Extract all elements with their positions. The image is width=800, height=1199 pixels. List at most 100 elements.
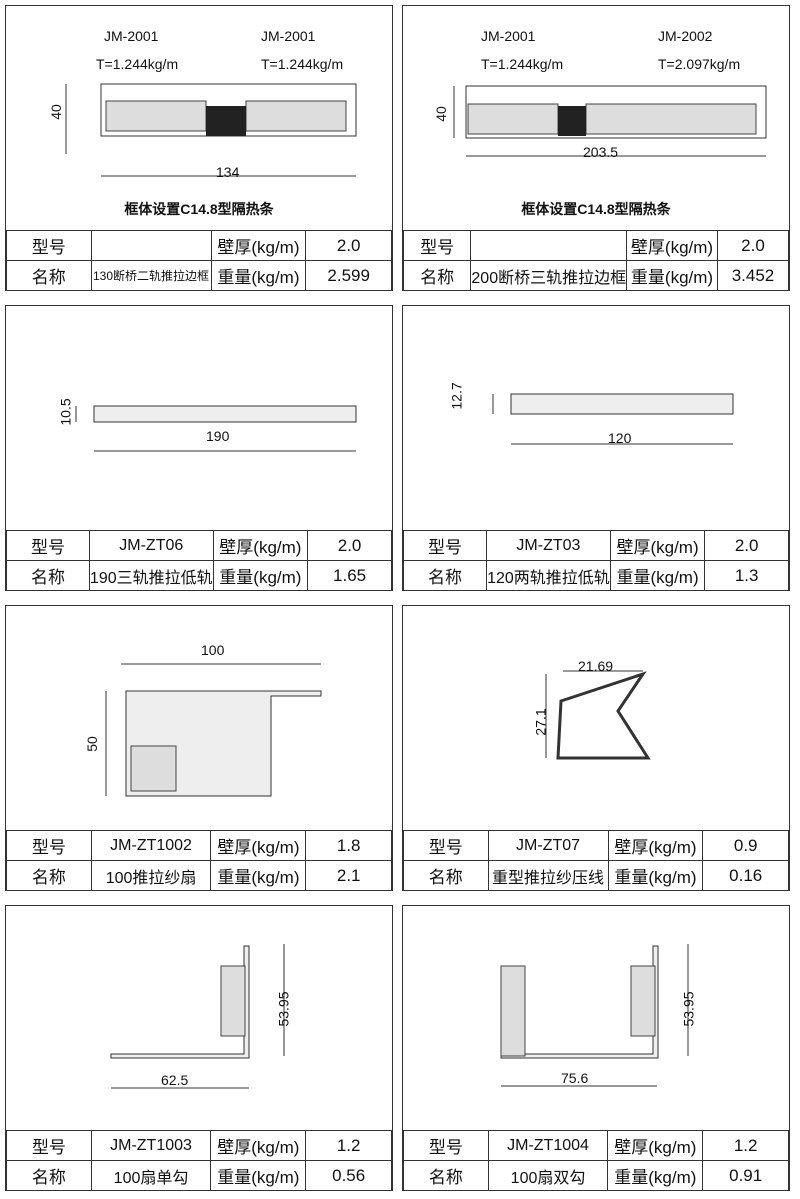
profile-drawing: 50 100 [6,606,392,830]
weight-label: 重量(kg/m) [212,560,309,591]
thickness-value: 0.9 [702,830,789,861]
weight-value: 2.599 [305,260,392,291]
thickness-value: 2.0 [704,530,789,561]
weight-value: 1.3 [704,560,789,591]
name-label: 名称 [6,560,90,591]
name-label: 名称 [403,860,489,891]
weight-label: 重量(kg/m) [607,860,704,891]
height-dimension: 12.7 [448,382,465,410]
width-dimension: 100 [201,642,225,658]
profile-cross-section [110,944,285,1089]
name-label: 名称 [402,560,488,591]
profile-spec-label: JM-2001 [104,28,159,44]
thickness-value: 2.0 [307,530,392,561]
name-value: 130断桥二轨推拉边框 [90,260,212,291]
model-label: 型号 [6,1130,92,1161]
name-value: 100推拉纱扇 [90,860,212,891]
name-label: 名称 [6,1160,92,1191]
model-value [470,230,628,261]
width-dimension: 134 [216,164,240,180]
profile-cross-section [75,405,357,452]
model-label: 型号 [402,530,488,561]
name-value: 100扇双勾 [487,1160,609,1191]
profile-cross-section [500,944,689,1087]
thickness-label: 壁厚(kg/m) [212,530,309,561]
name-label: 名称 [6,260,92,291]
name-value: 重型推拉纱压线 [487,860,609,891]
model-label: 型号 [403,1130,489,1161]
model-label: 型号 [403,830,489,861]
weight-label: 重量(kg/m) [607,1160,704,1191]
profile-cross-section [453,85,767,157]
profile-spec-label: T=1.244kg/m [96,56,179,72]
name-label: 名称 [6,860,92,891]
width-dimension: 62.5 [161,1072,189,1088]
width-dimension: 21.69 [578,658,614,674]
profile-spec-label: JM-2001 [261,28,316,44]
model-label: 型号 [402,230,472,261]
weight-value: 3.452 [716,260,790,291]
model-value [90,230,212,261]
weight-label: 重量(kg/m) [609,560,706,591]
weight-value: 0.91 [702,1160,789,1191]
height-dimension: 10.5 [57,398,74,426]
weight-label: 重量(kg/m) [210,260,307,291]
weight-value: 2.1 [305,860,392,891]
weight-label: 重量(kg/m) [210,860,307,891]
thickness-value: 2.0 [716,230,790,261]
profile-cross-section [492,393,734,445]
weight-value: 0.16 [702,860,789,891]
model-value: JM-ZT1004 [487,1130,609,1161]
thickness-value: 2.0 [305,230,392,261]
height-dimension: 40 [47,104,64,120]
profile-spec-label: T=1.244kg/m [481,56,564,72]
name-value: 200断桥三轨推拉边框 [470,260,628,291]
weight-value: 1.65 [307,560,392,591]
profile-spec-label: JM-2002 [658,28,713,44]
name-value: 120两轨推拉低轨 [486,560,611,591]
width-dimension: 203.5 [583,144,619,160]
name-value: 100扇单勾 [90,1160,212,1191]
thickness-label: 壁厚(kg/m) [210,1130,307,1161]
weight-label: 重量(kg/m) [626,260,718,291]
profile-cross-section [105,663,322,797]
height-dimension: 53.95 [275,991,292,1027]
profile-spec-label: T=1.244kg/m [261,56,344,72]
thickness-value: 1.8 [305,830,392,861]
model-value: JM-ZT1002 [90,830,212,861]
model-value: JM-ZT03 [486,530,611,561]
height-dimension: 50 [83,736,100,752]
width-dimension: 75.6 [561,1070,589,1086]
thickness-label: 壁厚(kg/m) [210,230,307,261]
name-value: 190三轨推拉低轨 [88,560,214,591]
height-dimension: 40 [432,106,449,122]
